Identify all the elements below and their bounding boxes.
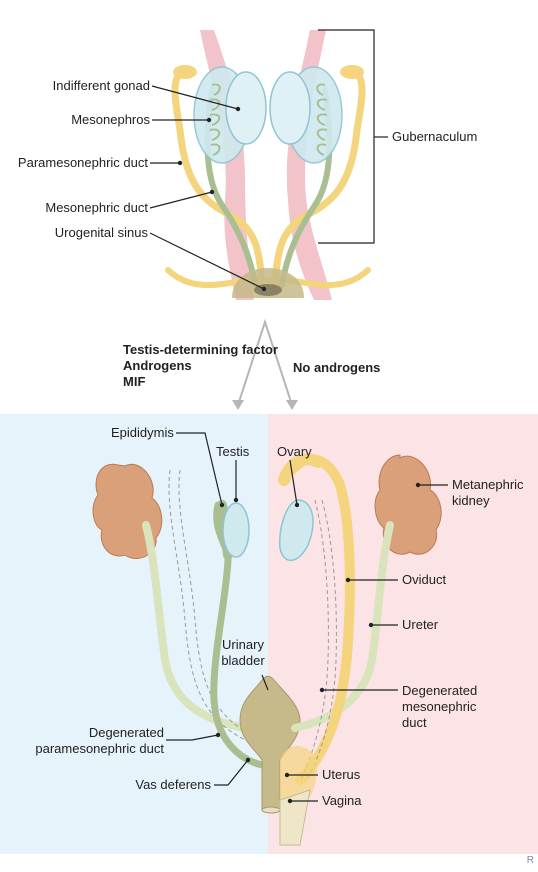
label-mesonephric-duct: Mesonephric duct: [45, 200, 148, 216]
label-urinary: Urinary: [212, 637, 274, 653]
divergence-arrows: [232, 322, 298, 410]
divergence-lines: [238, 322, 292, 405]
label-vas-deferens: Vas deferens: [135, 777, 211, 793]
label-gubernaculum: Gubernaculum: [392, 129, 477, 145]
label-mesonephros: Mesonephros: [71, 112, 150, 128]
label-no-androgens: No androgens: [293, 360, 380, 376]
label-mif: MIF: [123, 374, 145, 390]
label-degenerated-mesonephric-2: mesonephric: [402, 699, 476, 715]
label-vagina: Vagina: [322, 793, 362, 809]
mesonephric-duct-dot: [210, 190, 214, 194]
indifferent-gonad-dot: [236, 107, 240, 111]
label-androgens: Androgens: [123, 358, 192, 374]
indifferent-gonad-right: [270, 72, 310, 144]
label-degenerated-paramesonephric-1: Degenerated: [89, 725, 164, 741]
corner-mark: R: [527, 855, 534, 866]
label-uterus: Uterus: [322, 767, 360, 783]
mesonephros-dot: [207, 118, 211, 122]
label-testis-determining-factor: Testis-determining factor: [123, 342, 278, 358]
paramesonephric-duct-dot: [178, 161, 182, 165]
label-oviduct: Oviduct: [402, 572, 446, 588]
label-bladder: bladder: [212, 653, 274, 669]
label-epididymis: Epididymis: [111, 425, 174, 441]
label-metanephric: Metanephric: [452, 477, 524, 493]
label-kidney: kidney: [452, 493, 490, 509]
urogenital-sinus-dot: [262, 287, 266, 291]
urethra-opening: [262, 807, 280, 813]
label-degenerated-paramesonephric-2: paramesonephric duct: [35, 741, 164, 757]
label-paramesonephric-duct: Paramesonephric duct: [18, 155, 148, 171]
label-testis: Testis: [216, 444, 249, 460]
paramesonephric-ostium-left: [173, 65, 197, 79]
label-ovary: Ovary: [277, 444, 312, 460]
label-degenerated-mesonephric-1: Degenerated: [402, 683, 477, 699]
indifferent-stage: [150, 30, 388, 300]
arrow-head-male: [232, 400, 244, 410]
testis: [223, 503, 249, 557]
label-ureter: Ureter: [402, 617, 438, 633]
arrow-head-female: [286, 400, 298, 410]
paramesonephric-ostium-right: [340, 65, 364, 79]
label-degenerated-mesonephric-3: duct: [402, 715, 427, 731]
label-urogenital-sinus: Urogenital sinus: [55, 225, 148, 241]
label-indifferent-gonad: Indifferent gonad: [53, 78, 150, 94]
